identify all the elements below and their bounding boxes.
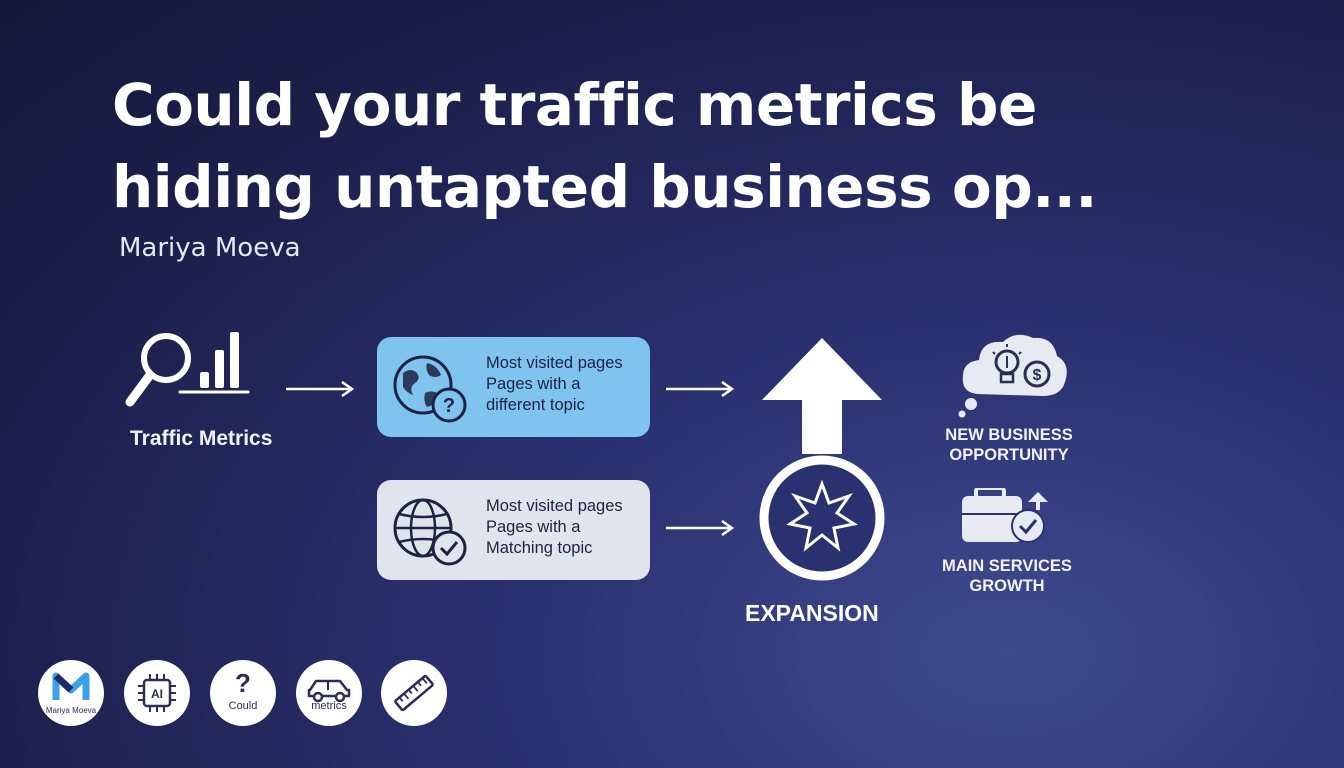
label-line: NEW BUSINESS <box>945 426 1073 444</box>
ai-chip-icon: AI <box>138 674 176 712</box>
expansion-label: EXPANSION <box>745 600 879 626</box>
svg-text:?: ? <box>443 395 455 417</box>
traffic-metrics-label: Traffic Metrics <box>130 427 273 450</box>
question-mark-icon: ? <box>235 668 251 698</box>
chip-could[interactable]: ? Could <box>210 660 276 726</box>
magnifier-bar-chart-icon <box>125 332 250 407</box>
card-different-topic: ? Most visited pages Pages with a differ… <box>377 337 650 437</box>
chip-caption: Mariya Moeva <box>45 706 97 715</box>
card-line: Most visited pages <box>486 354 623 372</box>
new-business-opportunity-label: NEW BUSINESS OPPORTUNITY <box>935 425 1083 465</box>
card-text: Most visited pages Pages with a Matching… <box>486 496 623 559</box>
briefcase-check-icon <box>962 488 1048 543</box>
m-logo-icon <box>52 672 90 700</box>
chip-metrics[interactable]: metrics <box>296 660 362 726</box>
chip-ruler[interactable] <box>381 660 447 726</box>
card-matching-topic: Most visited pages Pages with a Matching… <box>377 480 650 580</box>
label-line: GROWTH <box>969 577 1045 595</box>
chip-caption: Could <box>228 700 258 712</box>
up-arrow-starburst-icon <box>759 338 885 581</box>
ruler-icon <box>394 674 434 712</box>
page-title: Could your traffic metrics be hiding unt… <box>112 64 1212 228</box>
title-line-2: hiding untapted business op... <box>112 153 1097 221</box>
chip-ai[interactable]: AI <box>124 660 190 726</box>
arrow-right-icon <box>666 520 735 536</box>
label-line: OPPORTUNITY <box>949 446 1069 464</box>
arrow-right-icon <box>286 381 355 397</box>
author-name: Mariya Moeva <box>119 233 301 263</box>
chip-caption: metrics <box>311 700 347 712</box>
card-line: Pages with a <box>486 375 581 393</box>
card-line: different topic <box>486 396 585 414</box>
label-line: MAIN SERVICES <box>942 557 1072 575</box>
card-line: Matching topic <box>486 539 593 557</box>
main-services-growth-label: MAIN SERVICES GROWTH <box>932 556 1082 596</box>
globe-question-icon: ? <box>393 355 467 423</box>
card-line: Pages with a <box>486 518 581 536</box>
card-text: Most visited pages Pages with a differen… <box>486 353 623 416</box>
car-icon <box>307 679 351 703</box>
ai-label: AI <box>151 687 163 701</box>
svg-text:$: $ <box>1033 367 1042 384</box>
chip-mariya-moeva[interactable]: Mariya Moeva <box>38 660 104 726</box>
globe-check-icon <box>393 498 467 566</box>
title-line-1: Could your traffic metrics be <box>112 71 1037 139</box>
arrow-right-icon <box>666 381 735 397</box>
card-line: Most visited pages <box>486 497 623 515</box>
thought-cloud-lightbulb-dollar-icon: $ <box>958 334 1067 418</box>
